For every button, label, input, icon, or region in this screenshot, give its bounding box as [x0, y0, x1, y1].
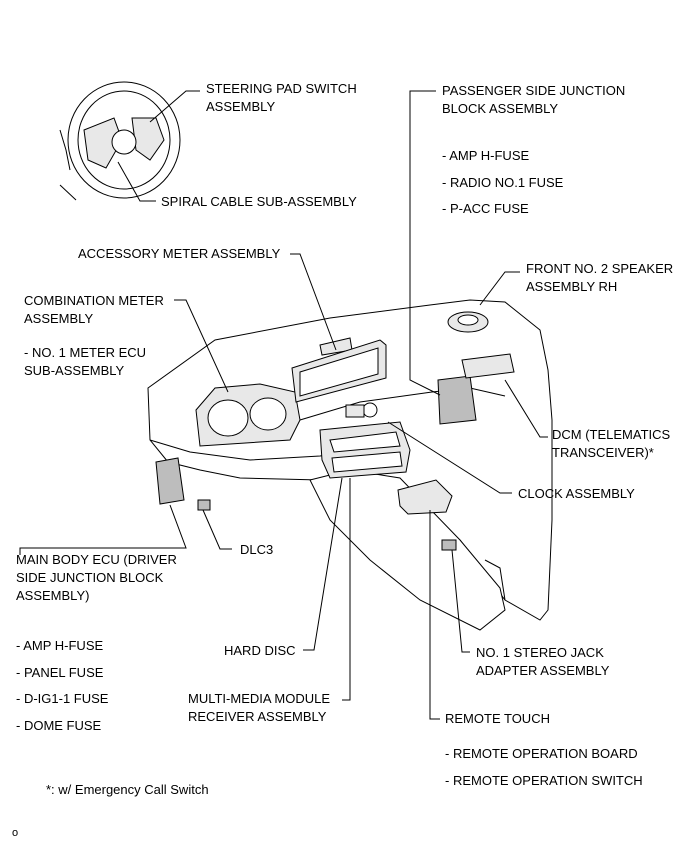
steering-wheel-drawing: [59, 81, 181, 201]
main-fuse-dome: - DOME FUSE: [16, 718, 102, 733]
spiral-cable-label: SPIRAL CABLE SUB-ASSEMBLY: [161, 194, 357, 209]
hard-disc-label: HARD DISC: [224, 643, 296, 658]
remote-touch-label: REMOTE TOUCH: [445, 711, 550, 726]
combination-meter-label: COMBINATION METER ASSEMBLY: [24, 293, 164, 326]
front-speaker-label: FRONT NO. 2 SPEAKER ASSEMBLY RH: [526, 261, 674, 294]
multimedia-receiver-label: MULTI-MEDIA MODULE RECEIVER ASSEMBLY: [188, 691, 331, 724]
main-body-ecu-label: MAIN BODY ECU (DRIVER SIDE JUNCTION BLOC…: [16, 552, 177, 603]
footnote: *: w/ Emergency Call Switch: [46, 782, 209, 797]
passenger-junction-label: PASSENGER SIDE JUNCTION BLOCK ASSEMBLY: [442, 83, 626, 116]
remote-operation-board: - REMOTE OPERATION BOARD: [445, 746, 638, 761]
accessory-meter-label: ACCESSORY METER ASSEMBLY: [78, 246, 281, 261]
corner-mark: o: [12, 827, 19, 839]
main-fuse-dig1: - D-IG1-1 FUSE: [16, 691, 109, 706]
passenger-fuse-pacc: - P-ACC FUSE: [442, 201, 529, 216]
remote-operation-switch: - REMOTE OPERATION SWITCH: [445, 773, 643, 788]
main-fuse-panel: - PANEL FUSE: [16, 665, 104, 680]
meter-ecu-label: - NO. 1 METER ECU SUB-ASSEMBLY: [24, 345, 147, 378]
passenger-fuse-radio: - RADIO NO.1 FUSE: [442, 175, 564, 190]
leader-lines: [19, 90, 548, 720]
dcm-label: DCM (TELEMATICS TRANSCEIVER)*: [552, 427, 671, 460]
clock-label: CLOCK ASSEMBLY: [518, 486, 635, 501]
stereo-jack-label: NO. 1 STEREO JACK ADAPTER ASSEMBLY: [476, 645, 610, 678]
steering-pad-label: STEERING PAD SWITCH ASSEMBLY: [206, 81, 357, 114]
dlc3-label: DLC3: [240, 542, 274, 557]
passenger-fuse-amp: - AMP H-FUSE: [442, 148, 530, 163]
main-fuse-amp: - AMP H-FUSE: [16, 638, 104, 653]
